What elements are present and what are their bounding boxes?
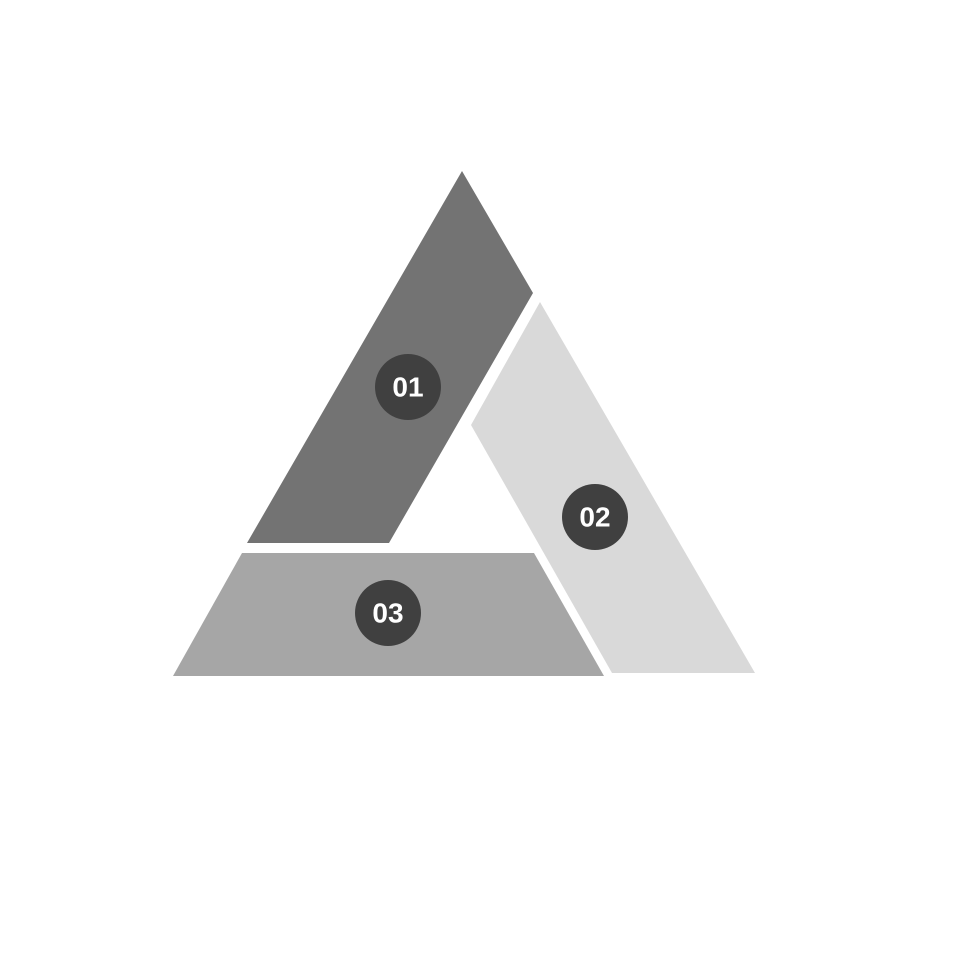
segment-01-label: 01 bbox=[392, 372, 423, 403]
segment-02-band bbox=[471, 302, 755, 673]
segment-03-badge-circle bbox=[355, 580, 421, 646]
segment-02-label: 02 bbox=[579, 502, 610, 533]
segment-01-badge-circle bbox=[375, 354, 441, 420]
segment-01-band bbox=[247, 171, 533, 543]
segment-01: 01 bbox=[247, 171, 533, 543]
segment-02-badge-circle bbox=[562, 484, 628, 550]
segment-01-badge: 01 bbox=[375, 354, 441, 420]
segment-03-label: 03 bbox=[372, 598, 403, 629]
segment-02-badge: 02 bbox=[562, 484, 628, 550]
segment-03-badge: 03 bbox=[355, 580, 421, 646]
segment-03: 03 bbox=[173, 553, 604, 676]
segment-02: 02 bbox=[471, 302, 755, 673]
